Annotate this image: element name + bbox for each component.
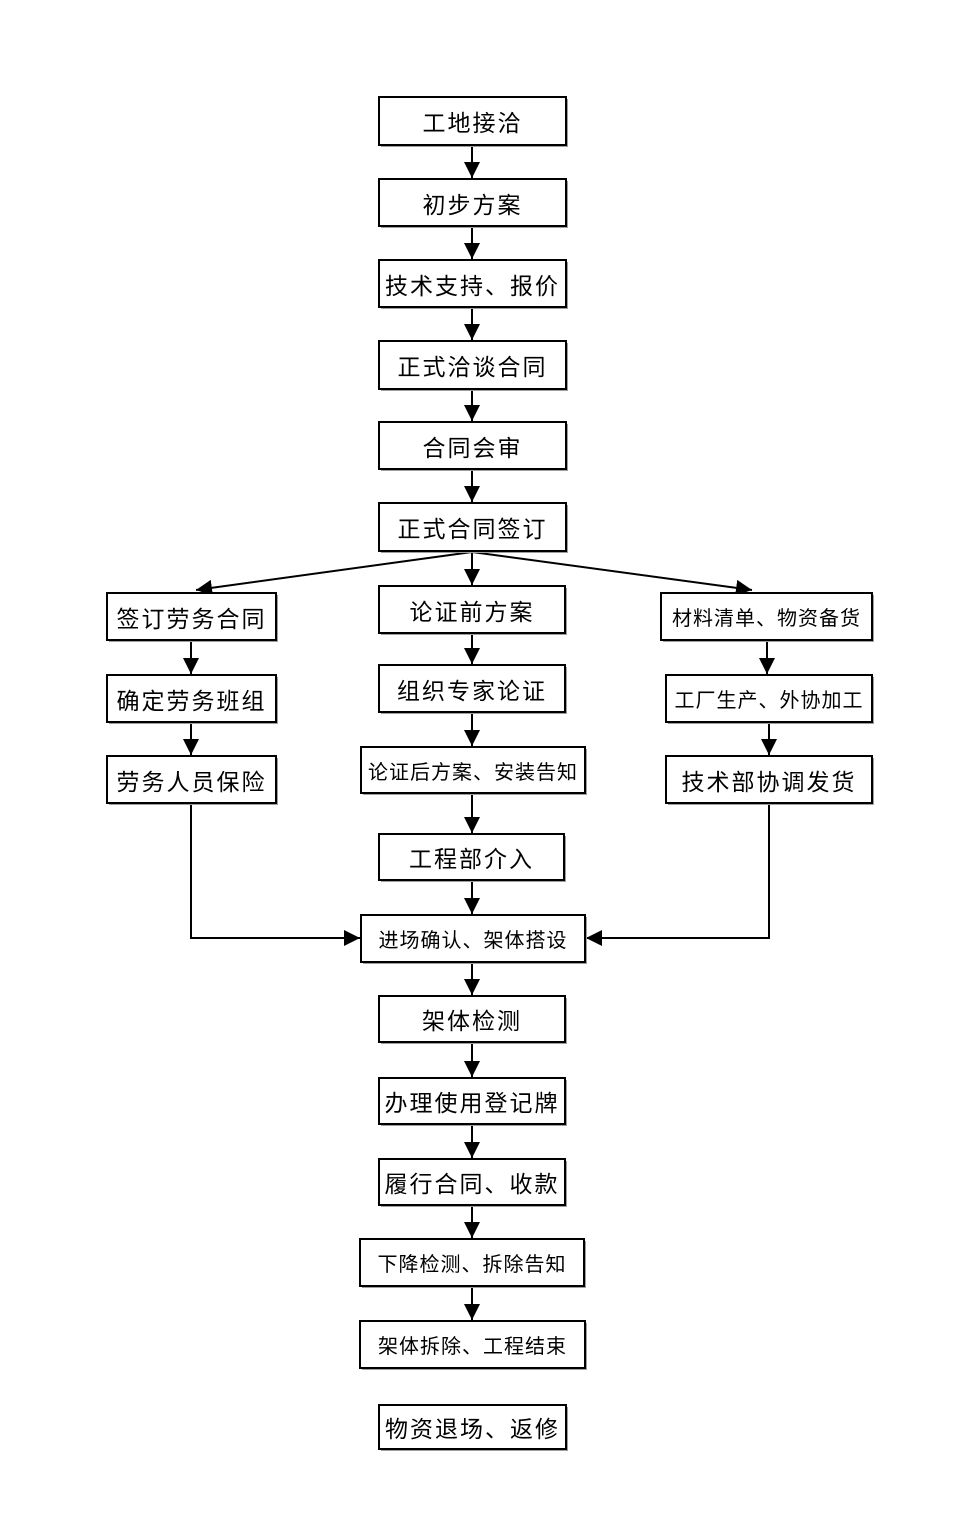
flow-node-label: 下降检测、拆除告知 [377, 1254, 567, 1276]
flow-node-material-list-stocking: 材料清单、物资备货 [660, 592, 873, 641]
flow-node-label: 合同会审 [422, 435, 523, 461]
flow-node-label: 论证前方案 [409, 599, 535, 625]
flow-node-label: 工厂生产、外协加工 [674, 690, 864, 712]
flow-node-site-contact: 工地接洽 [378, 96, 567, 146]
flow-node-expert-review: 组织专家论证 [378, 664, 566, 713]
flow-node-label: 架体拆除、工程结束 [378, 1336, 567, 1358]
flow-node-label: 签订劳务合同 [116, 606, 267, 632]
flow-node-label: 正式合同签订 [397, 517, 548, 542]
flow-node-usage-registration: 办理使用登记牌 [378, 1077, 566, 1125]
flow-edge-formal-contract-signing-to-material-list-stocking [471, 551, 753, 596]
flow-node-frame-inspection: 架体检测 [378, 995, 566, 1043]
flow-node-contract-fulfillment-payment: 履行合同、收款 [378, 1158, 566, 1206]
flow-node-label: 技术部协调发货 [681, 769, 857, 795]
flow-node-label: 材料清单、物资备货 [672, 608, 861, 630]
flow-node-label: 论证后方案、安装告知 [368, 761, 578, 784]
flow-node-formal-contract-negotiation: 正式洽谈合同 [378, 340, 567, 390]
flow-node-labor-team-confirm: 确定劳务班组 [106, 674, 277, 723]
flow-node-label: 架体检测 [422, 1009, 522, 1034]
flow-node-label: 工程部介入 [409, 847, 534, 872]
flow-node-engineering-dept-involvement: 工程部介入 [378, 833, 565, 881]
flow-node-label: 确定劳务班组 [116, 688, 267, 714]
flow-node-label: 初步方案 [422, 192, 523, 218]
flow-node-tech-support-quote: 技术支持、报价 [378, 259, 567, 308]
flow-node-label: 技术支持、报价 [385, 273, 560, 299]
flow-node-tech-dept-shipping: 技术部协调发货 [665, 755, 873, 804]
flow-node-contract-review: 合同会审 [378, 421, 567, 470]
flow-node-label: 组织专家论证 [397, 678, 547, 704]
flow-node-label: 物资退场、返修 [385, 1417, 560, 1442]
flow-node-frame-removal-project-end: 架体拆除、工程结束 [359, 1320, 586, 1369]
flow-node-site-confirm-frame-erection: 进场确认、架体搭设 [360, 914, 586, 963]
flow-node-preliminary-plan: 初步方案 [378, 178, 567, 227]
flow-node-label: 劳务人员保险 [116, 769, 267, 795]
flow-node-label: 正式洽谈合同 [397, 355, 548, 380]
flow-node-labor-contract-signing: 签订劳务合同 [106, 592, 277, 641]
flow-node-pre-review-plan: 论证前方案 [378, 585, 566, 634]
flow-node-descent-inspection-removal-notice: 下降检测、拆除告知 [359, 1238, 585, 1287]
flow-node-formal-contract-signing: 正式合同签订 [378, 502, 567, 552]
flow-node-label: 办理使用登记牌 [384, 1091, 560, 1116]
flow-node-label: 进场确认、架体搭设 [378, 930, 568, 952]
flow-node-label: 工地接洽 [422, 111, 523, 136]
flow-edge-tech-dept-shipping-to-site-confirm-frame-erection [586, 804, 770, 946]
flow-node-labor-insurance: 劳务人员保险 [106, 755, 277, 804]
flow-node-label: 履行合同、收款 [384, 1172, 560, 1197]
flow-node-post-review-plan-install-notice: 论证后方案、安装告知 [360, 746, 586, 794]
flow-edge-labor-insurance-to-site-confirm-frame-erection [190, 804, 360, 946]
flow-edge-formal-contract-signing-to-labor-contract-signing [195, 551, 473, 596]
flow-node-factory-production-outsourcing: 工厂生产、外协加工 [665, 674, 873, 723]
flow-node-material-return-repair: 物资退场、返修 [378, 1404, 567, 1450]
